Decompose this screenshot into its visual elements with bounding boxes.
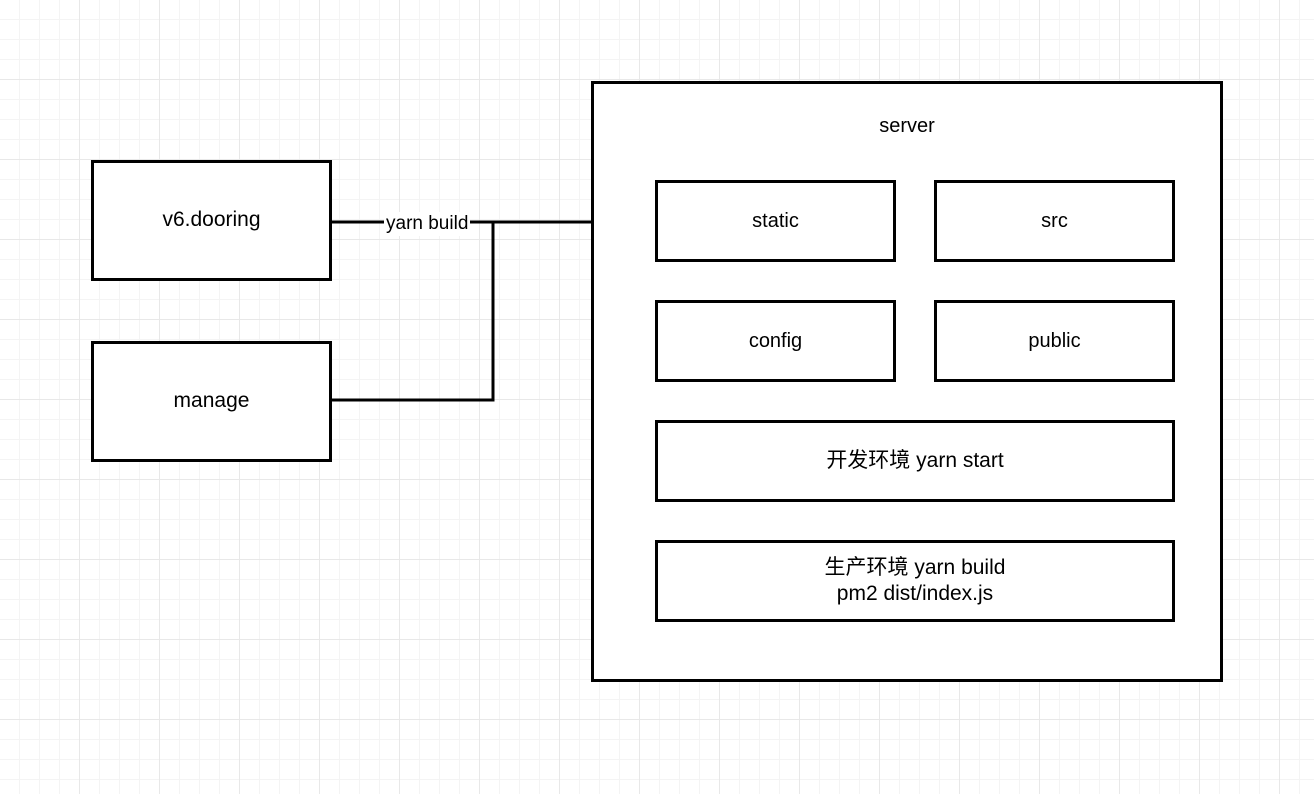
node-prod-environment-label: 生产环境 yarn build pm2 dist/index.js: [824, 555, 1006, 605]
edge-label-yarn-build: yarn build: [384, 212, 471, 236]
node-static-label: static: [752, 209, 799, 232]
node-public-label: public: [1028, 329, 1081, 352]
node-v6-dooring[interactable]: v6.dooring: [91, 160, 332, 281]
node-dev-environment[interactable]: 开发环境 yarn start: [655, 420, 1175, 502]
node-public[interactable]: public: [934, 300, 1175, 382]
node-dev-environment-label: 开发环境 yarn start: [826, 448, 1004, 472]
node-config-label: config: [748, 329, 803, 352]
node-server-title: server: [879, 115, 935, 137]
node-prod-environment[interactable]: 生产环境 yarn build pm2 dist/index.js: [655, 540, 1175, 622]
node-static[interactable]: static: [655, 180, 896, 262]
node-src[interactable]: src: [934, 180, 1175, 262]
node-manage-label: manage: [173, 389, 250, 413]
node-manage[interactable]: manage: [91, 341, 332, 462]
node-v6-dooring-label: v6.dooring: [162, 208, 261, 232]
node-config[interactable]: config: [655, 300, 896, 382]
node-src-label: src: [1041, 209, 1068, 232]
edge-manage-to-static: [332, 222, 495, 402]
